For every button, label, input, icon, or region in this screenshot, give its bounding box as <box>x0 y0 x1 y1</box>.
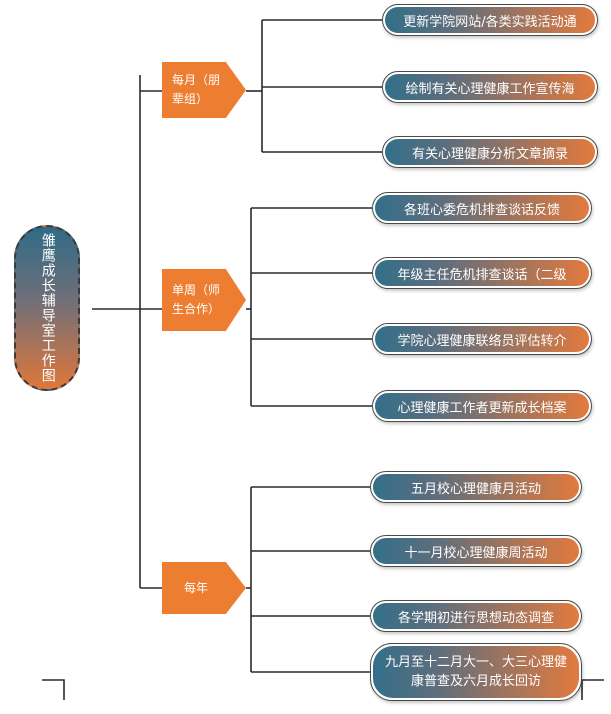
leaf-biweekly-3-label: 学院心理健康联络员评估转介 <box>397 333 567 349</box>
category-yearly-label-1: 每年 <box>184 580 209 595</box>
leaf-yearly-3-label: 各学期初进行思想动态调查 <box>397 610 554 626</box>
leaf-yearly-3: 各学期初进行思想动态调查 <box>370 600 582 632</box>
leaf-biweekly-4: 心理健康工作者更新成长档案 <box>372 390 592 422</box>
category-biweekly: 单周（师 生合作） <box>162 269 246 331</box>
leaf-monthly-3-label: 有关心理健康分析文章摘录 <box>411 146 568 162</box>
leaf-biweekly-2-label: 年级主任危机排查谈话（二级 <box>397 267 567 283</box>
leaf-yearly-4-label: 九月至十二月大一、大三心理健康普查及六月成长回访 <box>384 654 567 690</box>
leaf-yearly-2-label: 十一月校心理健康周活动 <box>404 545 548 561</box>
category-yearly: 每年 <box>162 562 246 614</box>
leaf-biweekly-3: 学院心理健康联络员评估转介 <box>372 323 592 355</box>
category-biweekly-label-1: 单周（师 <box>172 283 221 298</box>
leaf-biweekly-1-label: 各班心委危机排查谈话反馈 <box>403 202 560 218</box>
leaf-biweekly-2: 年级主任危机排查谈话（二级 <box>372 257 592 289</box>
root-node: 雏鹰成长辅导室工作图 <box>14 225 80 391</box>
page-corner-mark-right <box>581 679 604 700</box>
leaf-yearly-1-label: 五月校心理健康月活动 <box>410 481 541 497</box>
root-label: 雏鹰成长辅导室工作图 <box>39 233 56 383</box>
leaf-monthly-2: 绘制有关心理健康工作宣传海 <box>382 71 598 103</box>
category-monthly: 每月（朋 辈组） <box>162 62 246 118</box>
leaf-monthly-1: 更新学院网站/各类实践活动通 <box>382 4 598 36</box>
leaf-biweekly-4-label: 心理健康工作者更新成长档案 <box>397 400 567 416</box>
leaf-yearly-4: 九月至十二月大一、大三心理健康普查及六月成长回访 <box>370 643 582 701</box>
leaf-biweekly-1: 各班心委危机排查谈话反馈 <box>372 192 592 224</box>
leaf-yearly-2: 十一月校心理健康周活动 <box>370 535 582 567</box>
leaf-monthly-2-label: 绘制有关心理健康工作宣传海 <box>405 81 575 97</box>
category-biweekly-label-2: 生合作） <box>172 302 221 316</box>
category-monthly-label-1: 每月（朋 <box>172 73 221 88</box>
category-monthly-label-2: 辈组） <box>172 92 209 106</box>
leaf-monthly-1-label: 更新学院网站/各类实践活动通 <box>403 14 577 30</box>
page-corner-mark-left <box>42 679 65 700</box>
leaf-monthly-3: 有关心理健康分析文章摘录 <box>382 136 598 168</box>
leaf-yearly-1: 五月校心理健康月活动 <box>370 471 582 503</box>
